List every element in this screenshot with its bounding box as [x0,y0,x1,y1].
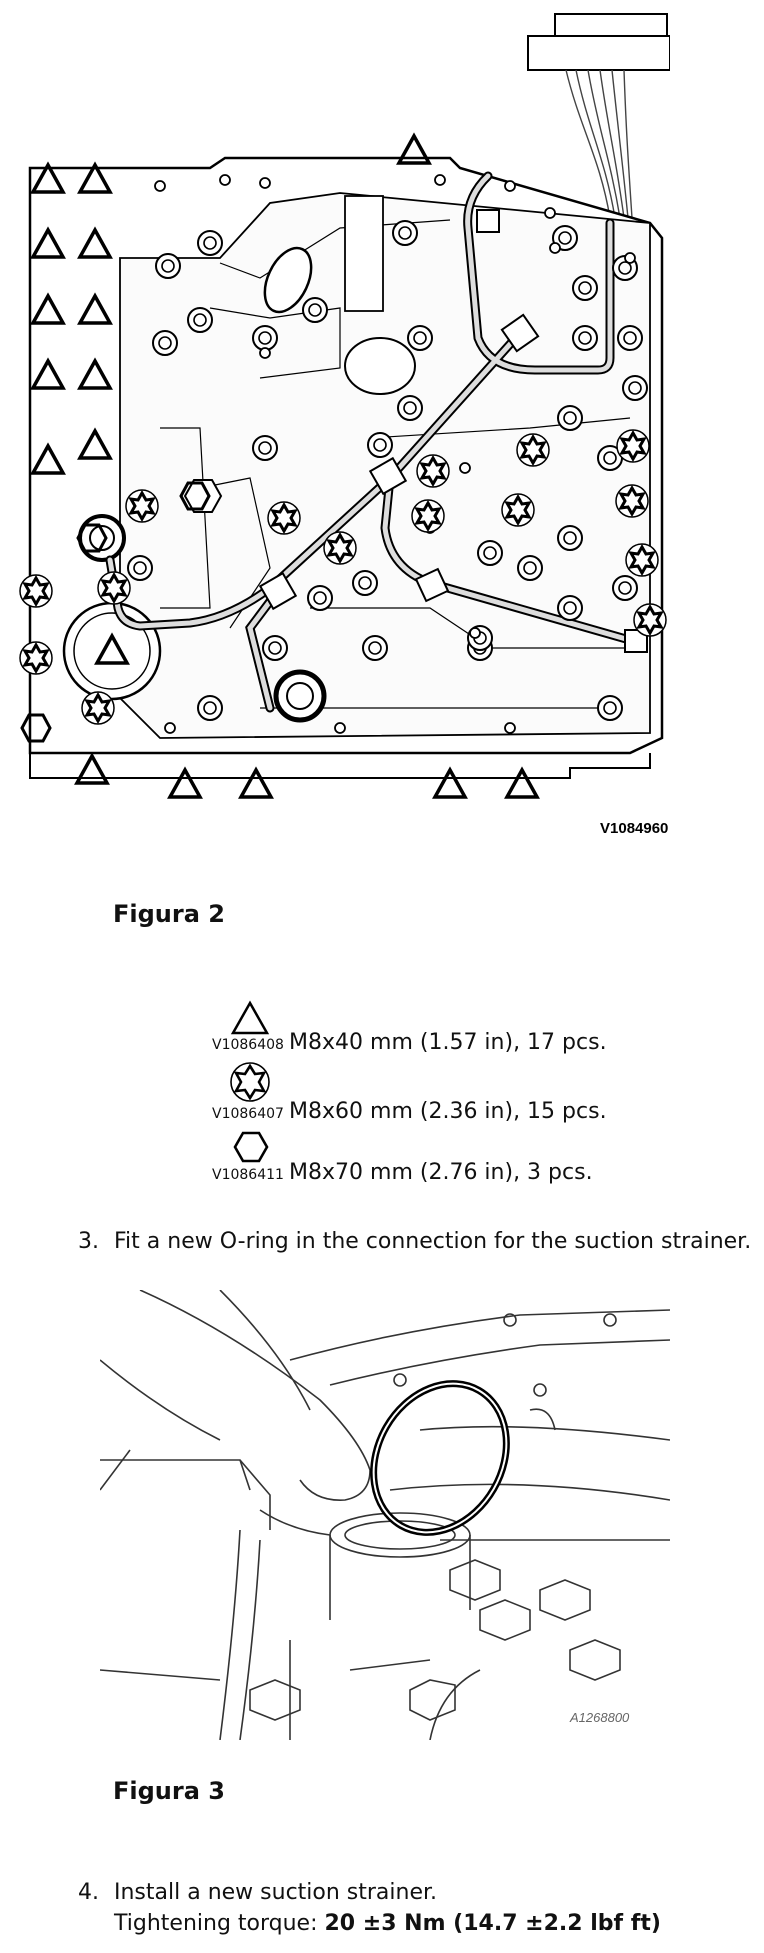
figure-3-code: A1268800 [569,1710,630,1725]
figure-3-o-ring-illustration: A1268800 [99,1289,671,1741]
triangle-icon [230,1000,270,1035]
legend-code: V1086408 [212,1037,284,1053]
step-3: 3. Fit a new O-ring in the connection fo… [78,1226,751,1257]
legend-code: V1086407 [212,1106,284,1122]
step-text: Install a new suction strainer. [114,1880,438,1905]
torque-value: 20 ±3 Nm (14.7 ±2.2 lbf ft) [324,1911,661,1936]
legend-code: V1086411 [212,1167,284,1183]
torque-spec: Tightening torque: 20 ±3 Nm (14.7 ±2.2 l… [114,1908,661,1939]
legend-row-star: V1086407 M8x60 mm (2.36 in), 15 pcs. [212,1099,607,1124]
torque-label: Tightening torque: [114,1911,325,1936]
star-bolt-icon [230,1062,270,1102]
figure-2-code: V1084960 [600,820,668,837]
step-number: 3. [78,1229,99,1254]
step-number: 4. [78,1880,99,1905]
hexagon-icon [233,1131,269,1163]
step-text: Fit a new O-ring in the connection for t… [114,1229,752,1254]
legend-text: M8x40 mm (1.57 in), 17 pcs. [289,1030,607,1055]
figure-3-caption: Figura 3 [113,1777,225,1805]
legend-row-triangle: V1086408 M8x40 mm (1.57 in), 17 pcs. [212,1030,607,1055]
figure-2-valve-body-illustration: V1084960 [10,8,671,838]
legend-text: M8x70 mm (2.76 in), 3 pcs. [289,1160,593,1185]
legend-text: M8x60 mm (2.36 in), 15 pcs. [289,1099,607,1124]
figure-2-caption: Figura 2 [113,900,225,928]
step-4: 4. Install a new suction strainer. Tight… [78,1877,661,1936]
legend-row-hexagon: V1086411 M8x70 mm (2.76 in), 3 pcs. [212,1160,593,1185]
